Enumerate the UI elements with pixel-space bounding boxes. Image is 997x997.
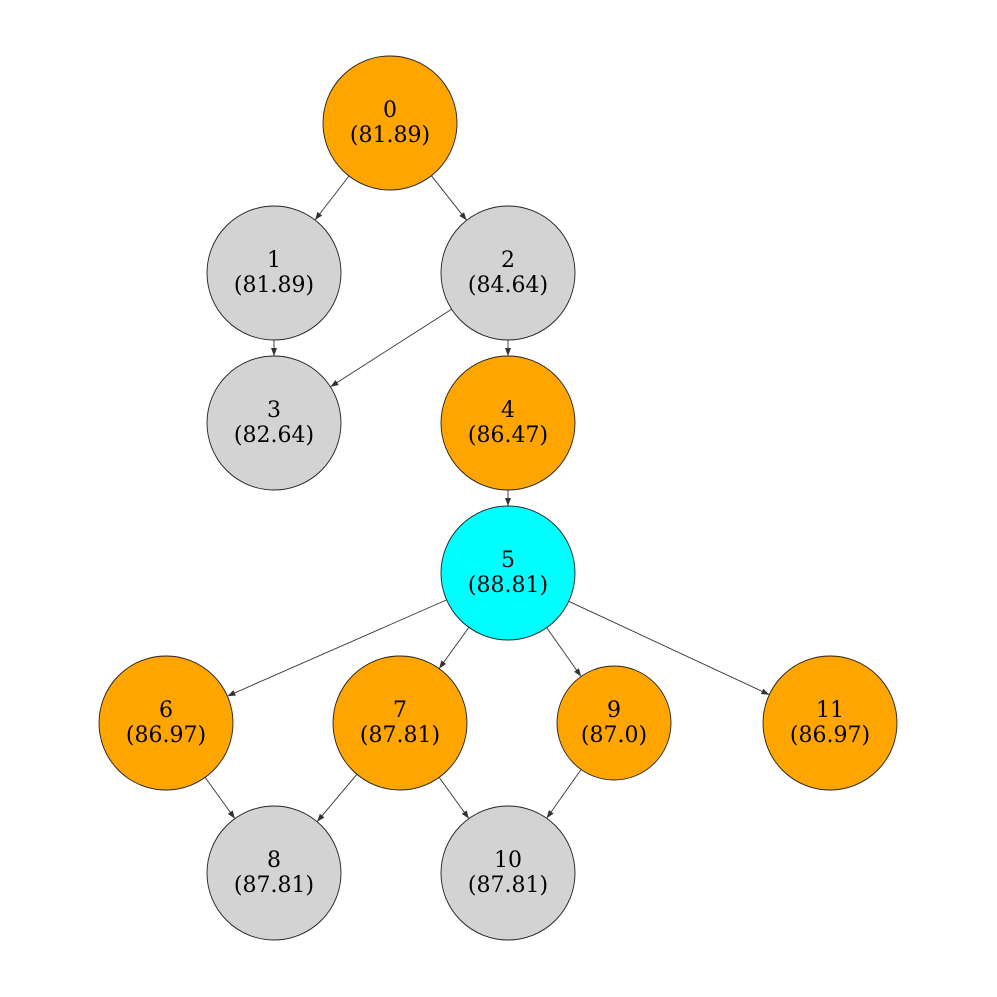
node-4-circle <box>440 355 576 491</box>
edge-5-to-9 <box>546 627 582 677</box>
edge-9-to-10 <box>546 769 582 819</box>
node-9-value: (87.0) <box>581 723 647 748</box>
node-0-circle <box>322 55 458 191</box>
node-10-label: 10 <box>494 848 522 873</box>
node-7: 7(87.81) <box>332 655 468 791</box>
node-8: 8(87.81) <box>206 805 342 941</box>
node-6: 6(86.97) <box>98 655 234 791</box>
node-5-label: 5 <box>501 548 515 573</box>
node-2-value: (84.64) <box>468 273 548 298</box>
node-8-circle <box>206 805 342 941</box>
edge-2-to-3 <box>330 308 452 388</box>
edge-6-to-8 <box>204 777 236 819</box>
node-5-circle <box>440 505 576 641</box>
edge-7-to-8 <box>316 774 358 822</box>
node-0-value: (81.89) <box>350 123 430 148</box>
node-6-value: (86.97) <box>126 723 206 748</box>
node-7-circle <box>332 655 468 791</box>
edge-5-to-11 <box>568 600 770 696</box>
node-8-value: (87.81) <box>234 873 314 898</box>
edge-7-to-10 <box>438 777 470 819</box>
node-4: 4(86.47) <box>440 355 576 491</box>
node-10-circle <box>440 805 576 941</box>
node-3-label: 3 <box>267 398 281 423</box>
node-9-label: 9 <box>607 698 621 723</box>
node-3-circle <box>206 355 342 491</box>
node-5-value: (88.81) <box>468 573 548 598</box>
node-1-value: (81.89) <box>234 273 314 298</box>
node-0: 0(81.89) <box>322 55 458 191</box>
node-11: 11(86.97) <box>762 655 898 791</box>
node-11-value: (86.97) <box>790 723 870 748</box>
node-2: 2(84.64) <box>440 205 576 341</box>
node-2-circle <box>440 205 576 341</box>
node-6-label: 6 <box>159 698 173 723</box>
node-4-label: 4 <box>501 398 515 423</box>
node-1-circle <box>206 205 342 341</box>
node-11-circle <box>762 655 898 791</box>
node-1: 1(81.89) <box>206 205 342 341</box>
edges-layer <box>204 175 770 822</box>
node-3-value: (82.64) <box>234 423 314 448</box>
node-0-label: 0 <box>383 98 397 123</box>
node-11-label: 11 <box>816 698 844 723</box>
nodes-layer: 0(81.89)1(81.89)2(84.64)3(82.64)4(86.47)… <box>98 55 898 941</box>
node-10: 10(87.81) <box>440 805 576 941</box>
node-7-label: 7 <box>393 698 407 723</box>
node-1-label: 1 <box>267 248 281 273</box>
node-5: 5(88.81) <box>440 505 576 641</box>
edge-0-to-1 <box>314 175 350 221</box>
edge-0-to-2 <box>431 175 467 221</box>
node-8-label: 8 <box>267 848 281 873</box>
node-3: 3(82.64) <box>206 355 342 491</box>
node-7-value: (87.81) <box>360 723 440 748</box>
node-2-label: 2 <box>501 248 515 273</box>
edge-5-to-6 <box>227 599 447 697</box>
edge-5-to-7 <box>438 627 470 669</box>
node-6-circle <box>98 655 234 791</box>
node-4-value: (86.47) <box>468 423 548 448</box>
node-9: 9(87.0) <box>556 665 672 781</box>
node-10-value: (87.81) <box>468 873 548 898</box>
node-9-circle <box>556 665 672 781</box>
